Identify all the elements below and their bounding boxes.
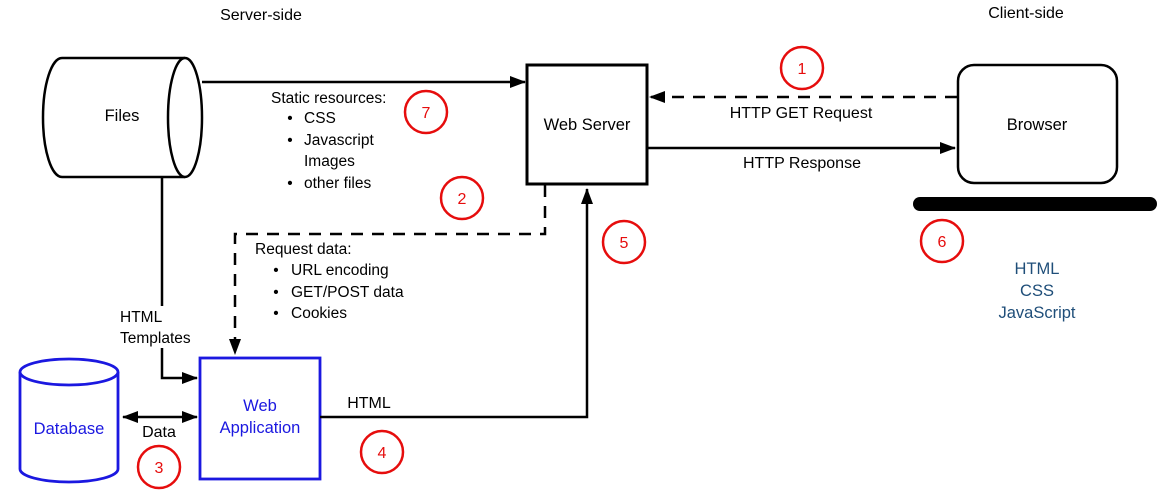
step-label-3: 3 bbox=[155, 460, 164, 477]
laptop-base-bar bbox=[913, 197, 1157, 211]
database-cylinder: Database bbox=[18, 357, 120, 484]
web-application-label-line2: Application bbox=[220, 419, 301, 437]
html-templates-label: HTML Templates bbox=[114, 306, 206, 348]
static-resources-annotation: Static resources: • CSS • Javascript Ima… bbox=[271, 90, 386, 192]
client-side-label: Client-side bbox=[988, 5, 1064, 22]
bullet-icon: • bbox=[287, 175, 292, 192]
files-cylinder-cap bbox=[166, 56, 204, 179]
request-data-item-cookies: Cookies bbox=[291, 305, 347, 322]
request-data-item-url-encoding: URL encoding bbox=[291, 262, 389, 279]
step-marker-7: 7 bbox=[403, 89, 449, 135]
bullet-icon: • bbox=[273, 305, 278, 322]
html-templates-label-line1: HTML bbox=[120, 309, 163, 326]
step-label-1: 1 bbox=[798, 61, 807, 78]
client-stack-annotation: HTML CSS JavaScript bbox=[998, 260, 1075, 322]
request-data-annotation: Request data: • URL encoding • GET/POST … bbox=[255, 241, 404, 322]
web-application-label-line1: Web bbox=[243, 397, 277, 415]
static-resources-item-images: Images bbox=[304, 153, 355, 170]
client-stack-javascript: JavaScript bbox=[998, 304, 1075, 322]
bullet-icon: • bbox=[287, 110, 292, 127]
files-cylinder: Files bbox=[41, 56, 204, 179]
step-label-7: 7 bbox=[422, 105, 431, 122]
step-circle-4 bbox=[359, 429, 405, 475]
web-application-rect bbox=[198, 356, 322, 481]
step-label-5: 5 bbox=[620, 235, 629, 252]
step-marker-4: 4 bbox=[359, 429, 405, 475]
browser-label: Browser bbox=[1007, 116, 1068, 134]
step-marker-1: 1 bbox=[779, 45, 825, 91]
web-server-label: Web Server bbox=[544, 116, 631, 134]
static-resources-item-css: CSS bbox=[304, 110, 336, 127]
step-circle-5 bbox=[601, 219, 647, 265]
bullet-icon: • bbox=[273, 262, 278, 279]
web-server-rect bbox=[525, 63, 649, 186]
step-circle-2 bbox=[439, 175, 485, 221]
web-application-box: Web Application bbox=[198, 356, 322, 481]
html-templates-label-line2: Templates bbox=[120, 330, 191, 347]
step-marker-6: 6 bbox=[919, 218, 965, 264]
step-marker-5: 5 bbox=[601, 219, 647, 265]
browser-rect bbox=[956, 63, 1119, 185]
step-label-2: 2 bbox=[458, 191, 467, 208]
web-server-box: Web Server bbox=[525, 63, 649, 186]
html-templates-label-bg bbox=[114, 306, 206, 348]
browser-box: Browser bbox=[956, 63, 1119, 185]
files-label: Files bbox=[105, 107, 140, 125]
bullet-icon: • bbox=[273, 284, 278, 301]
database-label: Database bbox=[34, 420, 105, 438]
step-marker-3: 3 bbox=[136, 444, 182, 490]
data-label: Data bbox=[142, 424, 176, 441]
edge-html-arrow bbox=[320, 188, 593, 419]
request-data-title: Request data: bbox=[255, 241, 352, 258]
step-marker-2: 2 bbox=[439, 175, 485, 221]
http-response-label: HTTP Response bbox=[743, 155, 861, 172]
step-circle-7 bbox=[403, 89, 449, 135]
database-cylinder-cap bbox=[18, 357, 120, 387]
client-stack-css: CSS bbox=[1020, 282, 1054, 300]
http-get-request-label: HTTP GET Request bbox=[730, 105, 873, 122]
step-circle-6 bbox=[919, 218, 965, 264]
bullet-icon: • bbox=[287, 132, 292, 149]
html-edge-label: HTML bbox=[347, 395, 391, 412]
step-label-4: 4 bbox=[378, 445, 387, 462]
database-cylinder-body bbox=[18, 372, 120, 484]
files-cylinder-body bbox=[41, 56, 185, 179]
static-resources-title: Static resources: bbox=[271, 90, 386, 107]
step-label-6: 6 bbox=[938, 234, 947, 251]
static-resources-item-other-files: other files bbox=[304, 175, 371, 192]
edge-request-data-arrow bbox=[229, 185, 547, 355]
step-circle-3 bbox=[136, 444, 182, 490]
request-data-item-get-post-data: GET/POST data bbox=[291, 284, 404, 301]
static-resources-item-javascript: Javascript bbox=[304, 132, 374, 149]
client-stack-html: HTML bbox=[1015, 260, 1060, 278]
step-circle-1 bbox=[779, 45, 825, 91]
server-side-label: Server-side bbox=[220, 7, 302, 24]
edge-html-templates-arrow bbox=[160, 177, 198, 384]
